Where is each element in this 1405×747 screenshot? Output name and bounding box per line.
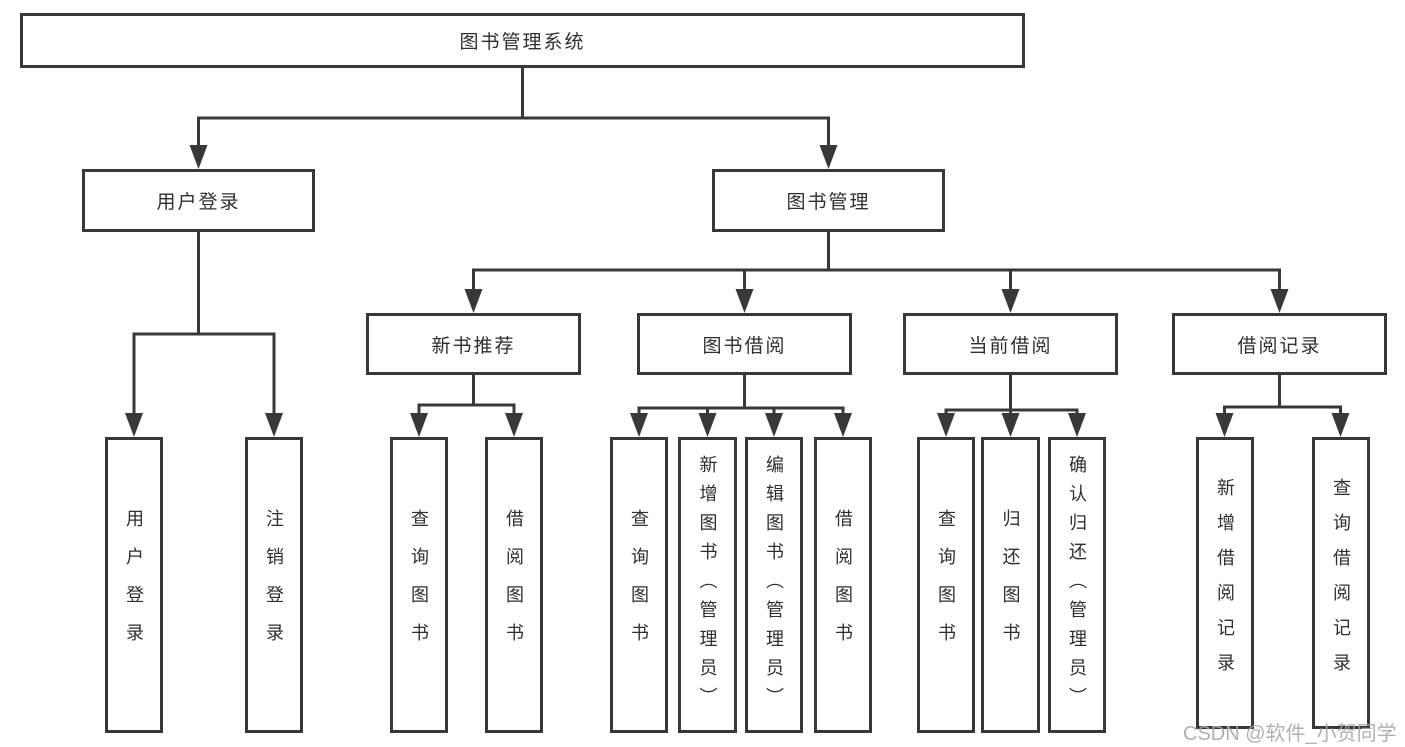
leaf-add-book-admin: 新增图书（管理员） — [678, 437, 737, 733]
leaf-confirm-return-admin: 确认归还（管理员） — [1048, 437, 1106, 733]
node-label: 新增图书（管理员） — [697, 454, 718, 716]
node-label: 借阅图书 — [833, 509, 853, 661]
node-label: 查询图书 — [629, 509, 649, 661]
leaf-query-book-borrowing: 查询图书 — [610, 437, 668, 733]
node-book-management: 图书管理 — [712, 169, 945, 232]
arrowhead-icons — [125, 145, 1350, 437]
leaf-edit-book-admin: 编辑图书（管理员） — [745, 437, 803, 733]
leaf-borrow-book: 借阅图书 — [814, 437, 872, 733]
node-label: 当前借阅 — [968, 335, 1053, 357]
node-label: 图书借阅 — [702, 335, 787, 357]
node-new-book-recommend: 新书推荐 — [366, 313, 581, 375]
leaf-return-book: 归还图书 — [981, 437, 1040, 733]
node-label: 图书管理系统 — [459, 32, 586, 53]
node-label: 编辑图书（管理员） — [764, 454, 784, 716]
node-label: 借阅记录 — [1237, 335, 1322, 357]
node-label: 借阅图书 — [504, 509, 524, 661]
leaf-add-borrow-record: 新增借阅记录 — [1196, 437, 1254, 729]
node-label: 用户登录 — [124, 509, 144, 661]
node-label: 确认归还（管理员） — [1067, 454, 1087, 716]
leaf-query-borrow-record: 查询借阅记录 — [1312, 437, 1370, 729]
leaf-logout: 注销登录 — [245, 437, 303, 733]
node-label: 查询图书 — [409, 509, 429, 661]
leaf-query-book-current: 查询图书 — [917, 437, 975, 733]
node-label: 注销登录 — [264, 509, 284, 661]
node-borrow-records: 借阅记录 — [1172, 313, 1387, 375]
leaf-borrow-book-recommend: 借阅图书 — [485, 437, 543, 733]
node-label: 图书管理 — [786, 192, 871, 213]
node-label: 查询借阅记录 — [1331, 478, 1351, 688]
leaf-query-book-recommend: 查询图书 — [390, 437, 448, 733]
node-book-borrowing: 图书借阅 — [637, 313, 852, 375]
node-root-system: 图书管理系统 — [20, 13, 1025, 68]
node-label: 归还图书 — [1000, 509, 1021, 661]
node-label: 用户登录 — [156, 192, 241, 213]
leaf-user-login: 用户登录 — [105, 437, 163, 733]
node-current-borrowing: 当前借阅 — [903, 313, 1118, 375]
watermark: CSDN @软件_小贺同学 — [1183, 723, 1397, 745]
node-user-login: 用户登录 — [82, 169, 315, 232]
node-label: 新增借阅记录 — [1215, 478, 1235, 688]
node-label: 新书推荐 — [431, 335, 516, 357]
node-label: 查询图书 — [936, 509, 956, 661]
